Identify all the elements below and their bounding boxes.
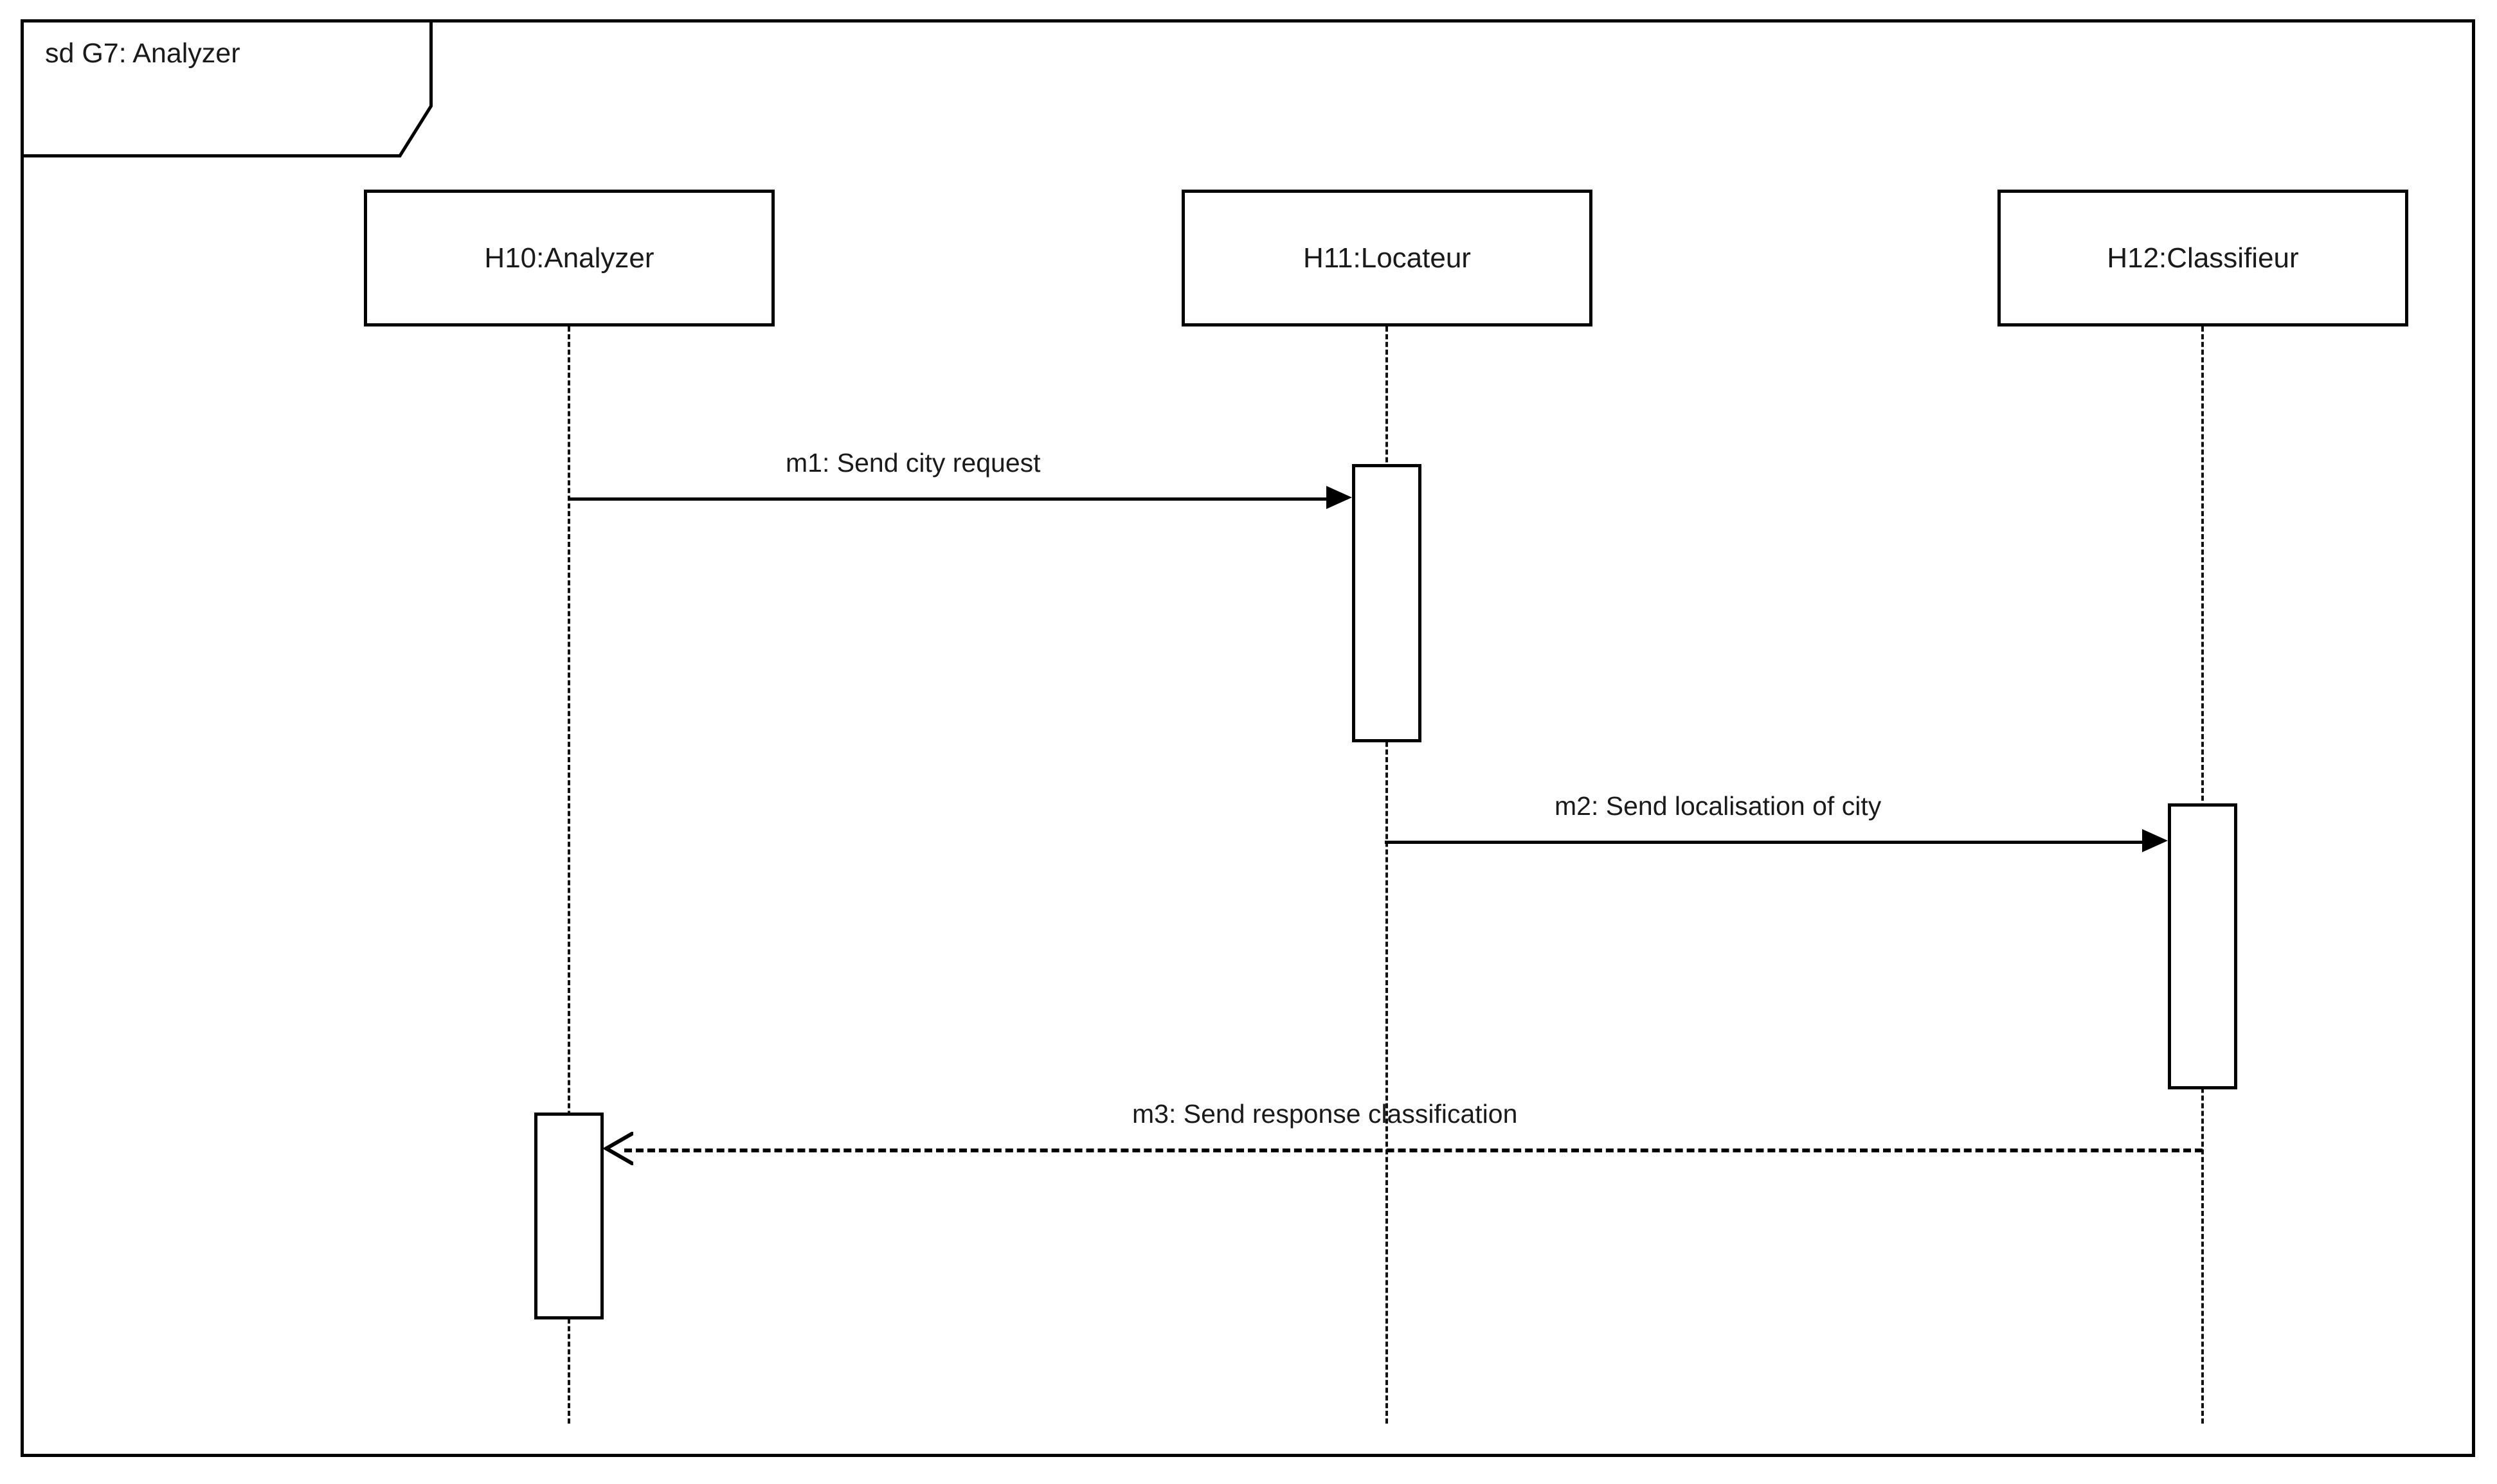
message-m1-arrowhead-icon — [1326, 486, 1352, 509]
frame-name-tab — [21, 19, 433, 157]
lifeline-header-h11[interactable]: H11:Locateur — [1182, 190, 1592, 326]
lifeline-stem-h10 — [568, 326, 570, 1424]
message-m1-line — [568, 497, 1327, 501]
activation-bar-h11 — [1352, 464, 1421, 742]
message-m3-label: m3: Send response classification — [1132, 1099, 1518, 1129]
frame-name-label: sd G7: Analyzer — [45, 38, 240, 69]
message-m3-arrowhead-icon — [602, 1131, 635, 1167]
message-m2-arrowhead-icon — [2142, 829, 2168, 852]
activation-bar-h12 — [2168, 803, 2237, 1089]
lifeline-stem-h11 — [1385, 326, 1388, 1424]
message-m2-label: m2: Send localisation of city — [1555, 791, 1882, 821]
message-m2-line — [1385, 841, 2143, 844]
lifeline-header-h10[interactable]: H10:Analyzer — [364, 190, 775, 326]
message-m1-label: m1: Send city request — [786, 448, 1041, 478]
message-m3-line — [624, 1149, 2203, 1152]
lifeline-header-h12[interactable]: H12:Classifieur — [1997, 190, 2408, 326]
activation-bar-h10 — [534, 1113, 604, 1319]
